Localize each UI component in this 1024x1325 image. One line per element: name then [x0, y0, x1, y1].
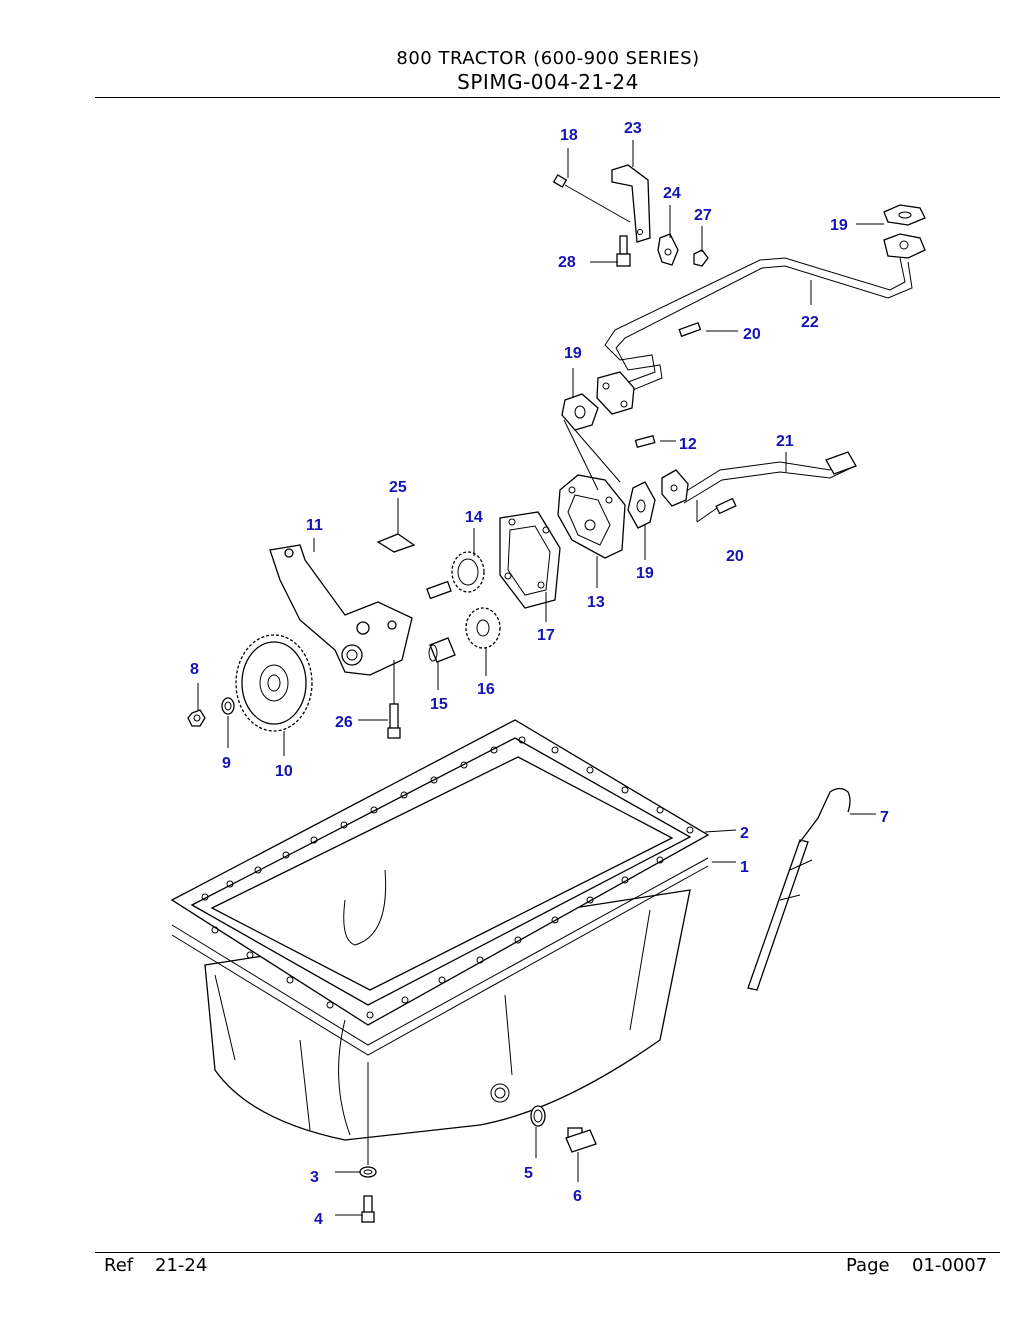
callout-26: 26 — [335, 714, 353, 731]
callout-12: 12 — [679, 436, 697, 453]
callout-17: 17 — [537, 627, 555, 644]
callout-19b: 19 — [636, 565, 654, 582]
dipstick — [747, 787, 851, 991]
page-title: 800 TRACTOR (600-900 SERIES) — [396, 48, 700, 69]
ref-label: Ref — [104, 1255, 134, 1276]
callout-7: 7 — [880, 809, 889, 826]
callout-15: 15 — [430, 696, 448, 713]
oil-pan — [170, 719, 710, 1141]
callout-4: 4 — [314, 1211, 323, 1228]
callout-1: 1 — [740, 859, 749, 876]
hardware-small — [552, 164, 737, 515]
callout-20a: 20 — [743, 326, 761, 343]
callout-22: 22 — [801, 314, 819, 331]
pump-bracket — [269, 544, 413, 676]
plate-25 — [376, 533, 416, 553]
callout-24: 24 — [663, 185, 681, 202]
callout-3: 3 — [310, 1169, 319, 1186]
footer-rule — [95, 1252, 1000, 1253]
pump-gears — [426, 551, 501, 663]
gaskets-19 — [561, 204, 926, 529]
callout-19a: 19 — [564, 345, 582, 362]
callout-27: 27 — [694, 207, 712, 224]
callout-10: 10 — [275, 763, 293, 780]
pump-cover-13 — [557, 474, 626, 559]
callout-16: 16 — [477, 681, 495, 698]
page-label: Page — [846, 1255, 890, 1276]
callout-13: 13 — [587, 594, 605, 611]
callout-19c: 19 — [830, 217, 848, 234]
callout-21: 21 — [776, 433, 794, 450]
drawing-id: SPIMG-004-21-24 — [457, 70, 639, 94]
page-number: 01-0007 — [912, 1255, 988, 1276]
callout-28: 28 — [558, 254, 576, 271]
pipe-22 — [596, 233, 926, 415]
callout-23: 23 — [624, 120, 642, 137]
pipe-21 — [661, 451, 857, 507]
callout-9: 9 — [222, 755, 231, 772]
drive-gear — [187, 634, 313, 732]
callout-20b: 20 — [726, 548, 744, 565]
callout-18: 18 — [560, 127, 578, 144]
drain-hardware — [359, 1105, 597, 1223]
callout-11: 11 — [306, 517, 323, 534]
callouts: 1 2 3 4 5 6 7 8 9 10 11 12 13 14 15 16 1… — [190, 120, 889, 1228]
callout-6: 6 — [573, 1188, 582, 1205]
callout-5: 5 — [524, 1165, 533, 1182]
callout-25: 25 — [389, 479, 407, 496]
leader-lines — [197, 140, 884, 1216]
gasket-17 — [499, 511, 561, 609]
ref-value: 21-24 — [155, 1255, 208, 1276]
callout-14: 14 — [465, 509, 483, 526]
callout-8: 8 — [190, 661, 199, 678]
bolt-26 — [387, 703, 401, 739]
callout-2: 2 — [740, 825, 749, 842]
header-rule — [95, 97, 1000, 98]
